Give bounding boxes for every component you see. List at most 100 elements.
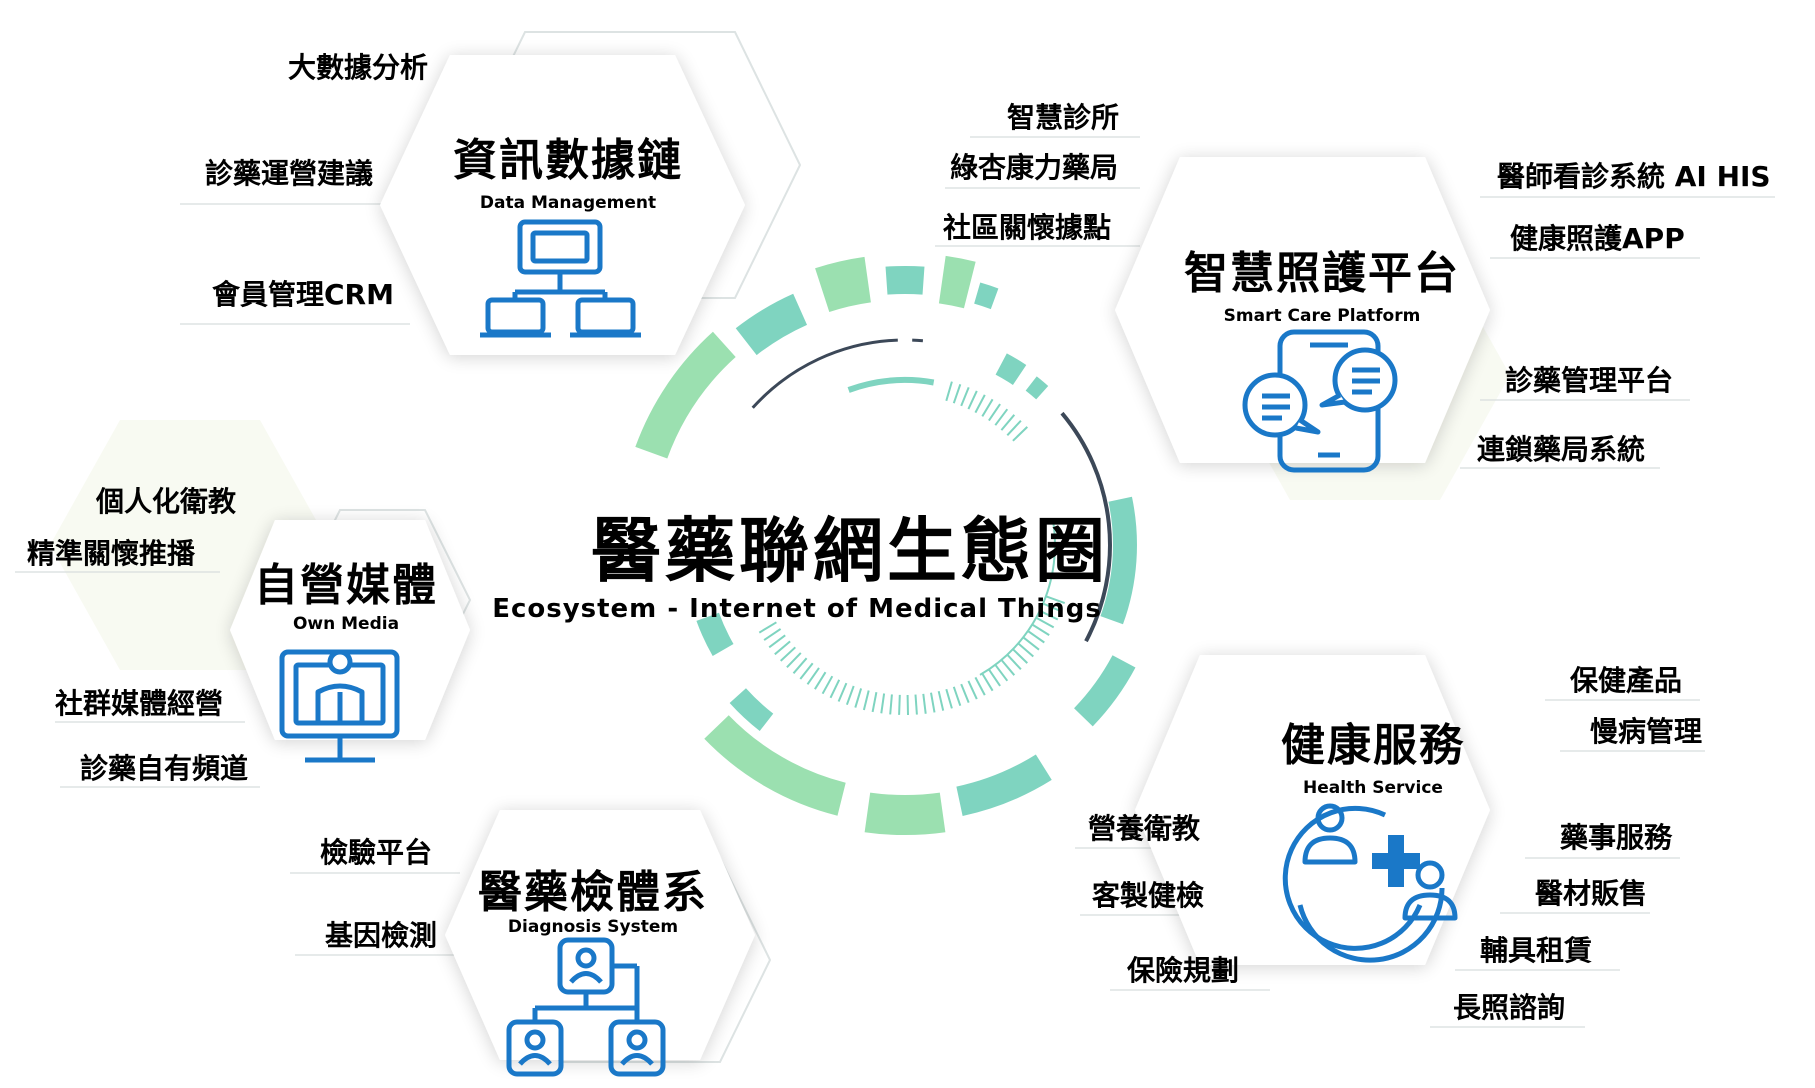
ring-tick (1039, 609, 1059, 621)
item-media-3: 診藥自有頻道 (80, 752, 248, 785)
item-data-0: 大數據分析 (288, 51, 428, 84)
category-subtitle-diag: Diagnosis System (508, 917, 678, 937)
category-subtitle-health: Health Service (1303, 778, 1443, 798)
ring-tick (898, 694, 901, 715)
ring-tick (829, 679, 841, 699)
ring-segment (729, 688, 774, 731)
item-diag-0: 檢驗平台 (320, 836, 432, 869)
item-health-right-5: 長照諮詢 (1453, 991, 1565, 1024)
ring-tick (1017, 642, 1034, 658)
smartphone-chat-icon (1242, 329, 1398, 473)
ring-tick (945, 381, 953, 402)
ring-tick (889, 694, 893, 715)
hexagon-data (380, 55, 745, 355)
ring-segment (1100, 496, 1137, 625)
category-title-media: 自營媒體 (254, 560, 438, 611)
item-data-1: 診藥運營建議 (205, 157, 373, 190)
ring-tick (814, 671, 827, 690)
category-title-data: 資訊數據鏈 (453, 135, 683, 186)
item-care-right-3: 連鎖藥局系統 (1477, 433, 1645, 466)
item-care-left-2: 社區關懷據點 (943, 211, 1111, 244)
ring-tick (786, 652, 802, 668)
ring-segment (735, 293, 808, 356)
ring-tick (871, 692, 878, 713)
ring-segment (1025, 376, 1049, 400)
ring-tick (1027, 630, 1045, 644)
hexagon-media (230, 520, 470, 740)
item-care-right-1: 健康照護APP (1510, 222, 1685, 255)
ring-tick (1006, 654, 1022, 670)
item-care-right-2: 診藥管理平台 (1505, 364, 1673, 397)
network-computers-icon (480, 219, 641, 338)
ring-tick (758, 621, 777, 634)
center-subtitle: Ecosystem - Internet of Medical Things (492, 594, 1102, 624)
ring-tick (981, 673, 994, 692)
category-subtitle-data: Data Management (480, 193, 656, 213)
ring-tick (774, 640, 791, 656)
ring-dark-arc (912, 338, 924, 343)
ring-tick (914, 694, 918, 715)
monitor-presenter-icon (279, 649, 400, 763)
leader-lines (15, 136, 1775, 1028)
ring-tick (988, 403, 1001, 422)
ring-tick (806, 667, 820, 685)
item-health-left-1: 客製健檢 (1092, 879, 1204, 912)
item-health-right-2: 藥事服務 (1559, 821, 1673, 854)
ring-tick (967, 680, 978, 700)
ring-tick (1000, 414, 1016, 431)
ring-tick (1006, 420, 1022, 436)
hexagon-health (1135, 655, 1490, 965)
ring-tick (768, 634, 786, 649)
ring-segment (696, 612, 734, 656)
item-care-left-1: 綠杏康力藥局 (950, 151, 1118, 184)
ring-tick (988, 668, 1001, 687)
center-title: 醫藥聯網生態圈 (591, 510, 1109, 592)
ring-tick (763, 628, 782, 641)
ring-tick (994, 664, 1009, 682)
center-ring (635, 255, 1137, 836)
ring-segment (956, 754, 1052, 816)
ring-tick (845, 685, 855, 706)
ring-tick (792, 657, 808, 674)
ring-tick (1000, 659, 1016, 676)
ring-inner-arc (979, 518, 1056, 676)
category-title-care: 智慧照護平台 (1184, 248, 1460, 299)
ring-tick (1031, 623, 1050, 636)
ring-segment (704, 714, 846, 816)
ring-tick (1035, 616, 1055, 629)
ring-tick (994, 408, 1009, 426)
hexagon-diag (445, 810, 755, 1060)
ring-tick (974, 394, 986, 414)
ring-segment (995, 353, 1027, 386)
ring-dark-arc (751, 338, 898, 409)
item-media-1: 精準關懷推播 (27, 537, 196, 570)
ring-tick (862, 690, 870, 711)
ring-tick (937, 690, 945, 711)
item-health-right-1: 慢病管理 (1590, 715, 1702, 748)
ring-tick (1012, 426, 1028, 442)
org-chart-people-icon (506, 937, 666, 1077)
ring-segment (635, 331, 736, 459)
medical-cross-people-icon (1282, 803, 1458, 963)
ring-tick (1045, 595, 1066, 605)
ring-tick (952, 383, 962, 404)
item-media-2: 社群媒體經營 (55, 687, 223, 720)
ring-tick (1012, 648, 1028, 664)
item-diag-1: 基因檢測 (325, 919, 437, 952)
ring-tick (1022, 636, 1040, 651)
item-media-0: 個人化衛教 (95, 485, 236, 518)
ring-tick (922, 693, 927, 714)
ring-tick (837, 682, 848, 702)
ring-tick (981, 398, 994, 417)
ring-segment (815, 256, 872, 313)
ring-inner-arc (847, 377, 935, 393)
ring-tick (780, 646, 796, 662)
ring-segment (885, 265, 925, 295)
ring-dark-arc (1060, 411, 1112, 643)
ring-tick (974, 676, 986, 696)
item-health-right-4: 輔具租賃 (1480, 934, 1592, 967)
category-subtitle-care: Smart Care Platform (1224, 306, 1421, 326)
ring-tick (967, 390, 978, 410)
ring-segment (1073, 655, 1136, 727)
